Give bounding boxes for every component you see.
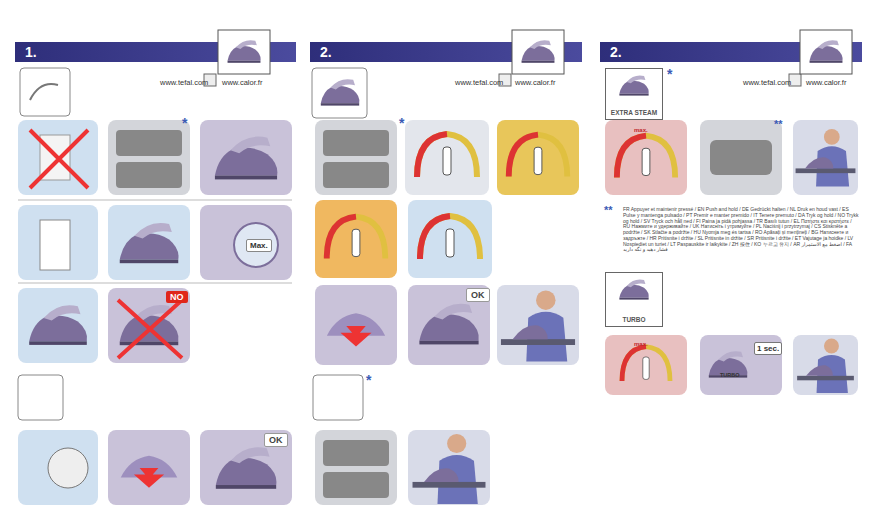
website-url: www.tefal.com xyxy=(455,79,503,88)
mode-name: EXTRA STEAM xyxy=(611,109,657,117)
footnote-mark: * xyxy=(399,115,404,131)
duration-tag: 1 sec. xyxy=(754,342,782,355)
website-url: www.tefal.com xyxy=(743,79,791,88)
footnote-mark: ** xyxy=(604,204,613,217)
step-number: 1. xyxy=(25,44,37,61)
mode-name: TURBO xyxy=(622,316,645,324)
footnote-mark: * xyxy=(366,372,371,388)
website-url: www.calor.fr xyxy=(806,79,846,88)
footnote-mark: ** xyxy=(774,118,783,131)
button-name: TURBO xyxy=(720,372,740,378)
warning-tag: NO xyxy=(166,291,188,303)
multilingual-note: FR Appuyer et maintenir pressé / EN Push… xyxy=(623,207,859,253)
temperature-mark: max. xyxy=(634,341,648,348)
footnote-mark: * xyxy=(667,66,672,82)
fill-level-mark: Max. xyxy=(246,239,272,252)
temperature-mark: max. xyxy=(634,127,648,134)
ok-tag: OK xyxy=(264,433,288,447)
website-url: www.calor.fr xyxy=(222,79,262,88)
ok-tag: OK xyxy=(466,288,490,302)
website-url: www.tefal.com xyxy=(160,79,208,88)
website-url: www.calor.fr xyxy=(515,79,555,88)
step-number: 2. xyxy=(320,44,332,61)
step-number: 2. xyxy=(610,44,622,61)
footnote-mark: * xyxy=(182,115,187,131)
